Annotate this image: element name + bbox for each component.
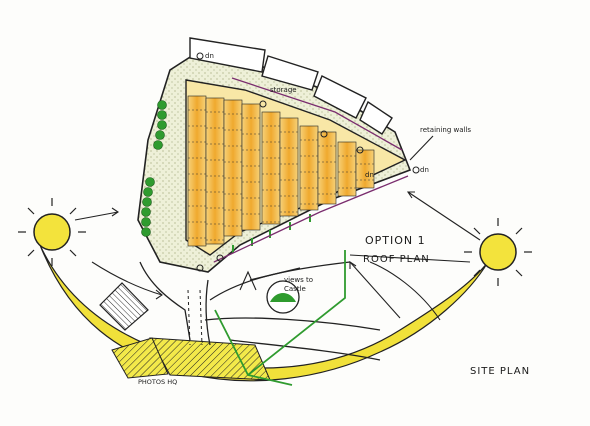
tree-dot xyxy=(153,140,163,150)
tree-dot xyxy=(141,207,151,217)
option-subtitle: ROOF PLAN xyxy=(363,254,430,265)
storage-label: storage xyxy=(270,86,297,94)
roof-strip xyxy=(299,125,319,211)
roof-strip xyxy=(261,111,281,225)
photos-hq-label: PHOTOS HQ xyxy=(138,378,177,386)
views-label-line2: Castle xyxy=(284,285,306,293)
tree-dot xyxy=(155,130,165,140)
dn-label-3: dn xyxy=(365,171,374,179)
tree-dot xyxy=(157,110,167,120)
tree-dot xyxy=(157,100,167,110)
tree-dot xyxy=(143,187,153,197)
roof-strip xyxy=(205,97,225,245)
tree-dot xyxy=(141,217,151,227)
circle-markers xyxy=(196,52,420,272)
tree-dot xyxy=(142,197,152,207)
views-castle-marker xyxy=(266,280,300,314)
sun-right xyxy=(464,218,532,286)
trees-left xyxy=(141,100,311,253)
sun-left xyxy=(18,198,86,266)
roof-edge-line xyxy=(231,77,403,151)
photos-hq-block xyxy=(99,282,149,331)
tree-dot xyxy=(145,177,155,187)
hatched-slope-left xyxy=(111,337,169,379)
roof-strip xyxy=(187,95,207,247)
roof-lower-edge-line xyxy=(213,175,409,263)
views-label-line1: views to xyxy=(284,276,313,284)
view-cone-lines xyxy=(214,250,346,386)
roof-strip xyxy=(317,131,337,205)
roof-strip xyxy=(223,99,243,237)
tree-dot xyxy=(141,227,151,237)
dn-label-1: dn xyxy=(205,52,214,60)
dn-label-2: dn xyxy=(420,166,429,174)
site-plan-label: SITE PLAN xyxy=(470,366,530,377)
roof-strip xyxy=(355,149,375,189)
retaining-walls-label: retaining walls xyxy=(420,126,471,134)
rear-building-blocks xyxy=(189,37,393,135)
option-title: OPTION 1 xyxy=(365,234,426,247)
arrows xyxy=(74,135,481,321)
tree-dot xyxy=(157,120,167,130)
roof-strip xyxy=(241,103,261,231)
roads xyxy=(139,261,381,361)
roof-strip xyxy=(279,117,299,217)
roof-plan xyxy=(185,79,407,256)
